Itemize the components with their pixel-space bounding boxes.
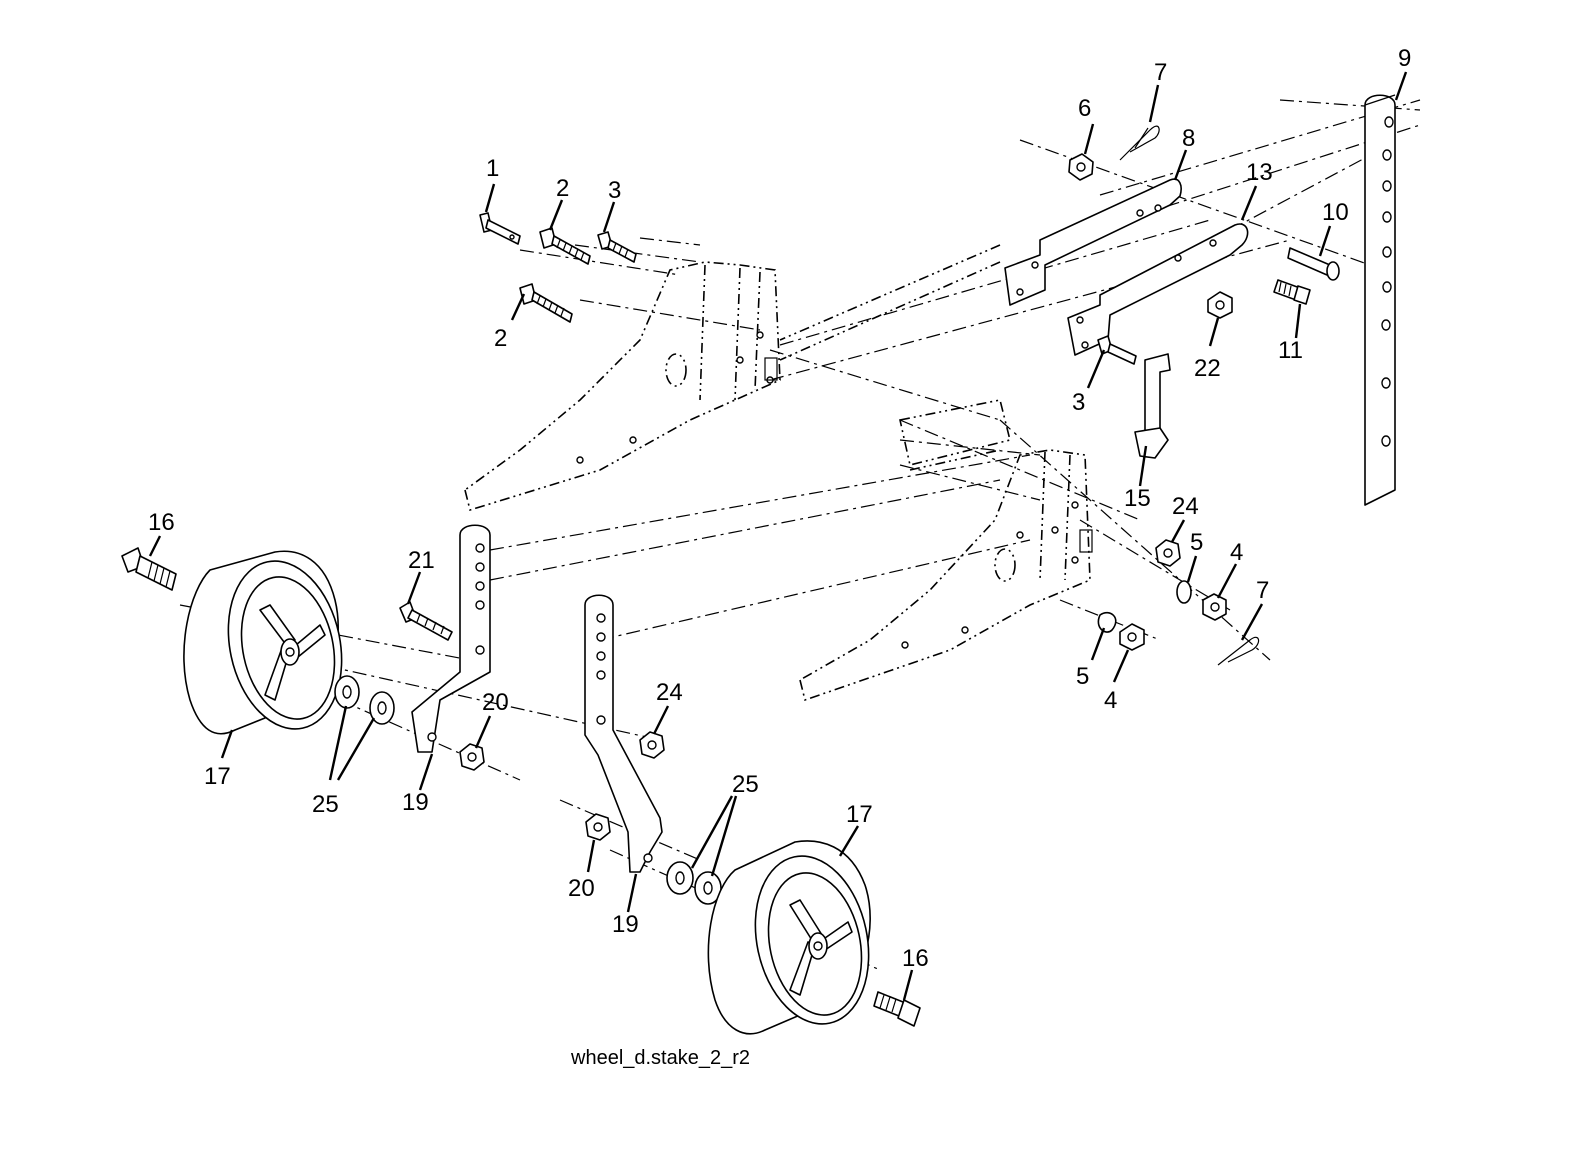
callout-2-upper: 2 — [556, 175, 569, 202]
callout-17-left: 17 — [204, 763, 231, 790]
callout-20-left: 20 — [482, 689, 509, 716]
bolt-21 — [399, 601, 453, 641]
callout-11: 11 — [1278, 337, 1303, 364]
hex-bolt-2-upper — [539, 227, 591, 265]
washers-25-right — [666, 861, 722, 905]
washer-5-lower — [1097, 611, 1117, 633]
depth-stake-9 — [1364, 94, 1396, 506]
diagram-caption: wheel_d.stake_2_r2 — [570, 1047, 750, 1069]
axle-bolt-16-right — [873, 991, 921, 1027]
callout-13: 13 — [1246, 159, 1273, 186]
callout-1: 1 — [486, 155, 499, 182]
clip-15 — [1134, 353, 1171, 459]
callout-7-lower: 7 — [1256, 577, 1269, 604]
callout-19-left: 19 — [402, 789, 429, 816]
wheel-17-right — [707, 840, 871, 1035]
callout-16-left: 16 — [148, 509, 175, 536]
callout-8: 8 — [1182, 125, 1195, 152]
nut-4-upper — [1202, 593, 1227, 621]
callout-22: 22 — [1194, 355, 1221, 382]
frame-outline-left — [464, 261, 781, 512]
frame-outline-right — [799, 449, 1093, 702]
hairpin-7-upper — [1119, 125, 1160, 161]
nut-22 — [1207, 291, 1233, 319]
nut-4-lower — [1119, 623, 1145, 651]
nut-6 — [1068, 153, 1094, 181]
leader-lines — [148, 71, 1408, 1001]
callout-24-right: 24 — [1172, 493, 1199, 520]
callout-5-upper: 5 — [1190, 529, 1203, 556]
callout-24-left: 24 — [656, 679, 683, 706]
washers-25-left — [334, 675, 395, 725]
washer-5-upper — [1176, 580, 1192, 604]
callout-20-right: 20 — [568, 875, 595, 902]
callout-10: 10 — [1322, 199, 1349, 226]
callout-5-lower: 5 — [1076, 663, 1089, 690]
hex-bolt-2-lower — [519, 283, 573, 323]
nut-24-right — [1155, 539, 1181, 567]
nut-20-left — [459, 743, 485, 771]
clevis-pin-1 — [479, 212, 521, 245]
hex-bolt-3-right — [1097, 335, 1137, 365]
callout-4-upper: 4 — [1230, 539, 1243, 566]
callout-7-upper: 7 — [1154, 59, 1167, 86]
callout-25-right: 25 — [732, 771, 759, 798]
wheel-17-left — [183, 550, 343, 735]
callout-16-right: 16 — [902, 945, 929, 972]
frame-cross-member — [779, 244, 1011, 471]
callout-19-right: 19 — [612, 911, 639, 938]
callout-2-lower: 2 — [494, 325, 507, 352]
callout-3-upper: 3 — [608, 177, 621, 204]
pin-10 — [1287, 247, 1340, 281]
callout-15: 15 — [1124, 485, 1151, 512]
callout-labels: 1 2 3 2 6 7 8 13 9 10 11 22 3 15 24 5 4 … — [148, 45, 1411, 972]
bolt-11 — [1273, 279, 1311, 305]
axle-bolt-16-left — [121, 547, 177, 591]
callout-6: 6 — [1078, 95, 1091, 122]
callout-3-right: 3 — [1072, 389, 1085, 416]
nut-24-left — [639, 731, 665, 759]
bracket-13 — [1067, 223, 1249, 356]
callout-21: 21 — [408, 547, 435, 574]
wheel-bracket-19-right — [584, 594, 663, 873]
hairpin-7-lower — [1217, 636, 1260, 666]
callout-4-lower: 4 — [1104, 687, 1117, 714]
hex-bolt-3-upper — [597, 231, 637, 263]
callout-17-right: 17 — [846, 801, 873, 828]
bracket-8 — [1004, 178, 1182, 306]
callout-9: 9 — [1398, 45, 1411, 72]
callout-25-left: 25 — [312, 791, 339, 818]
nut-20-right — [585, 813, 611, 841]
wheel-bracket-19-left — [411, 524, 491, 753]
